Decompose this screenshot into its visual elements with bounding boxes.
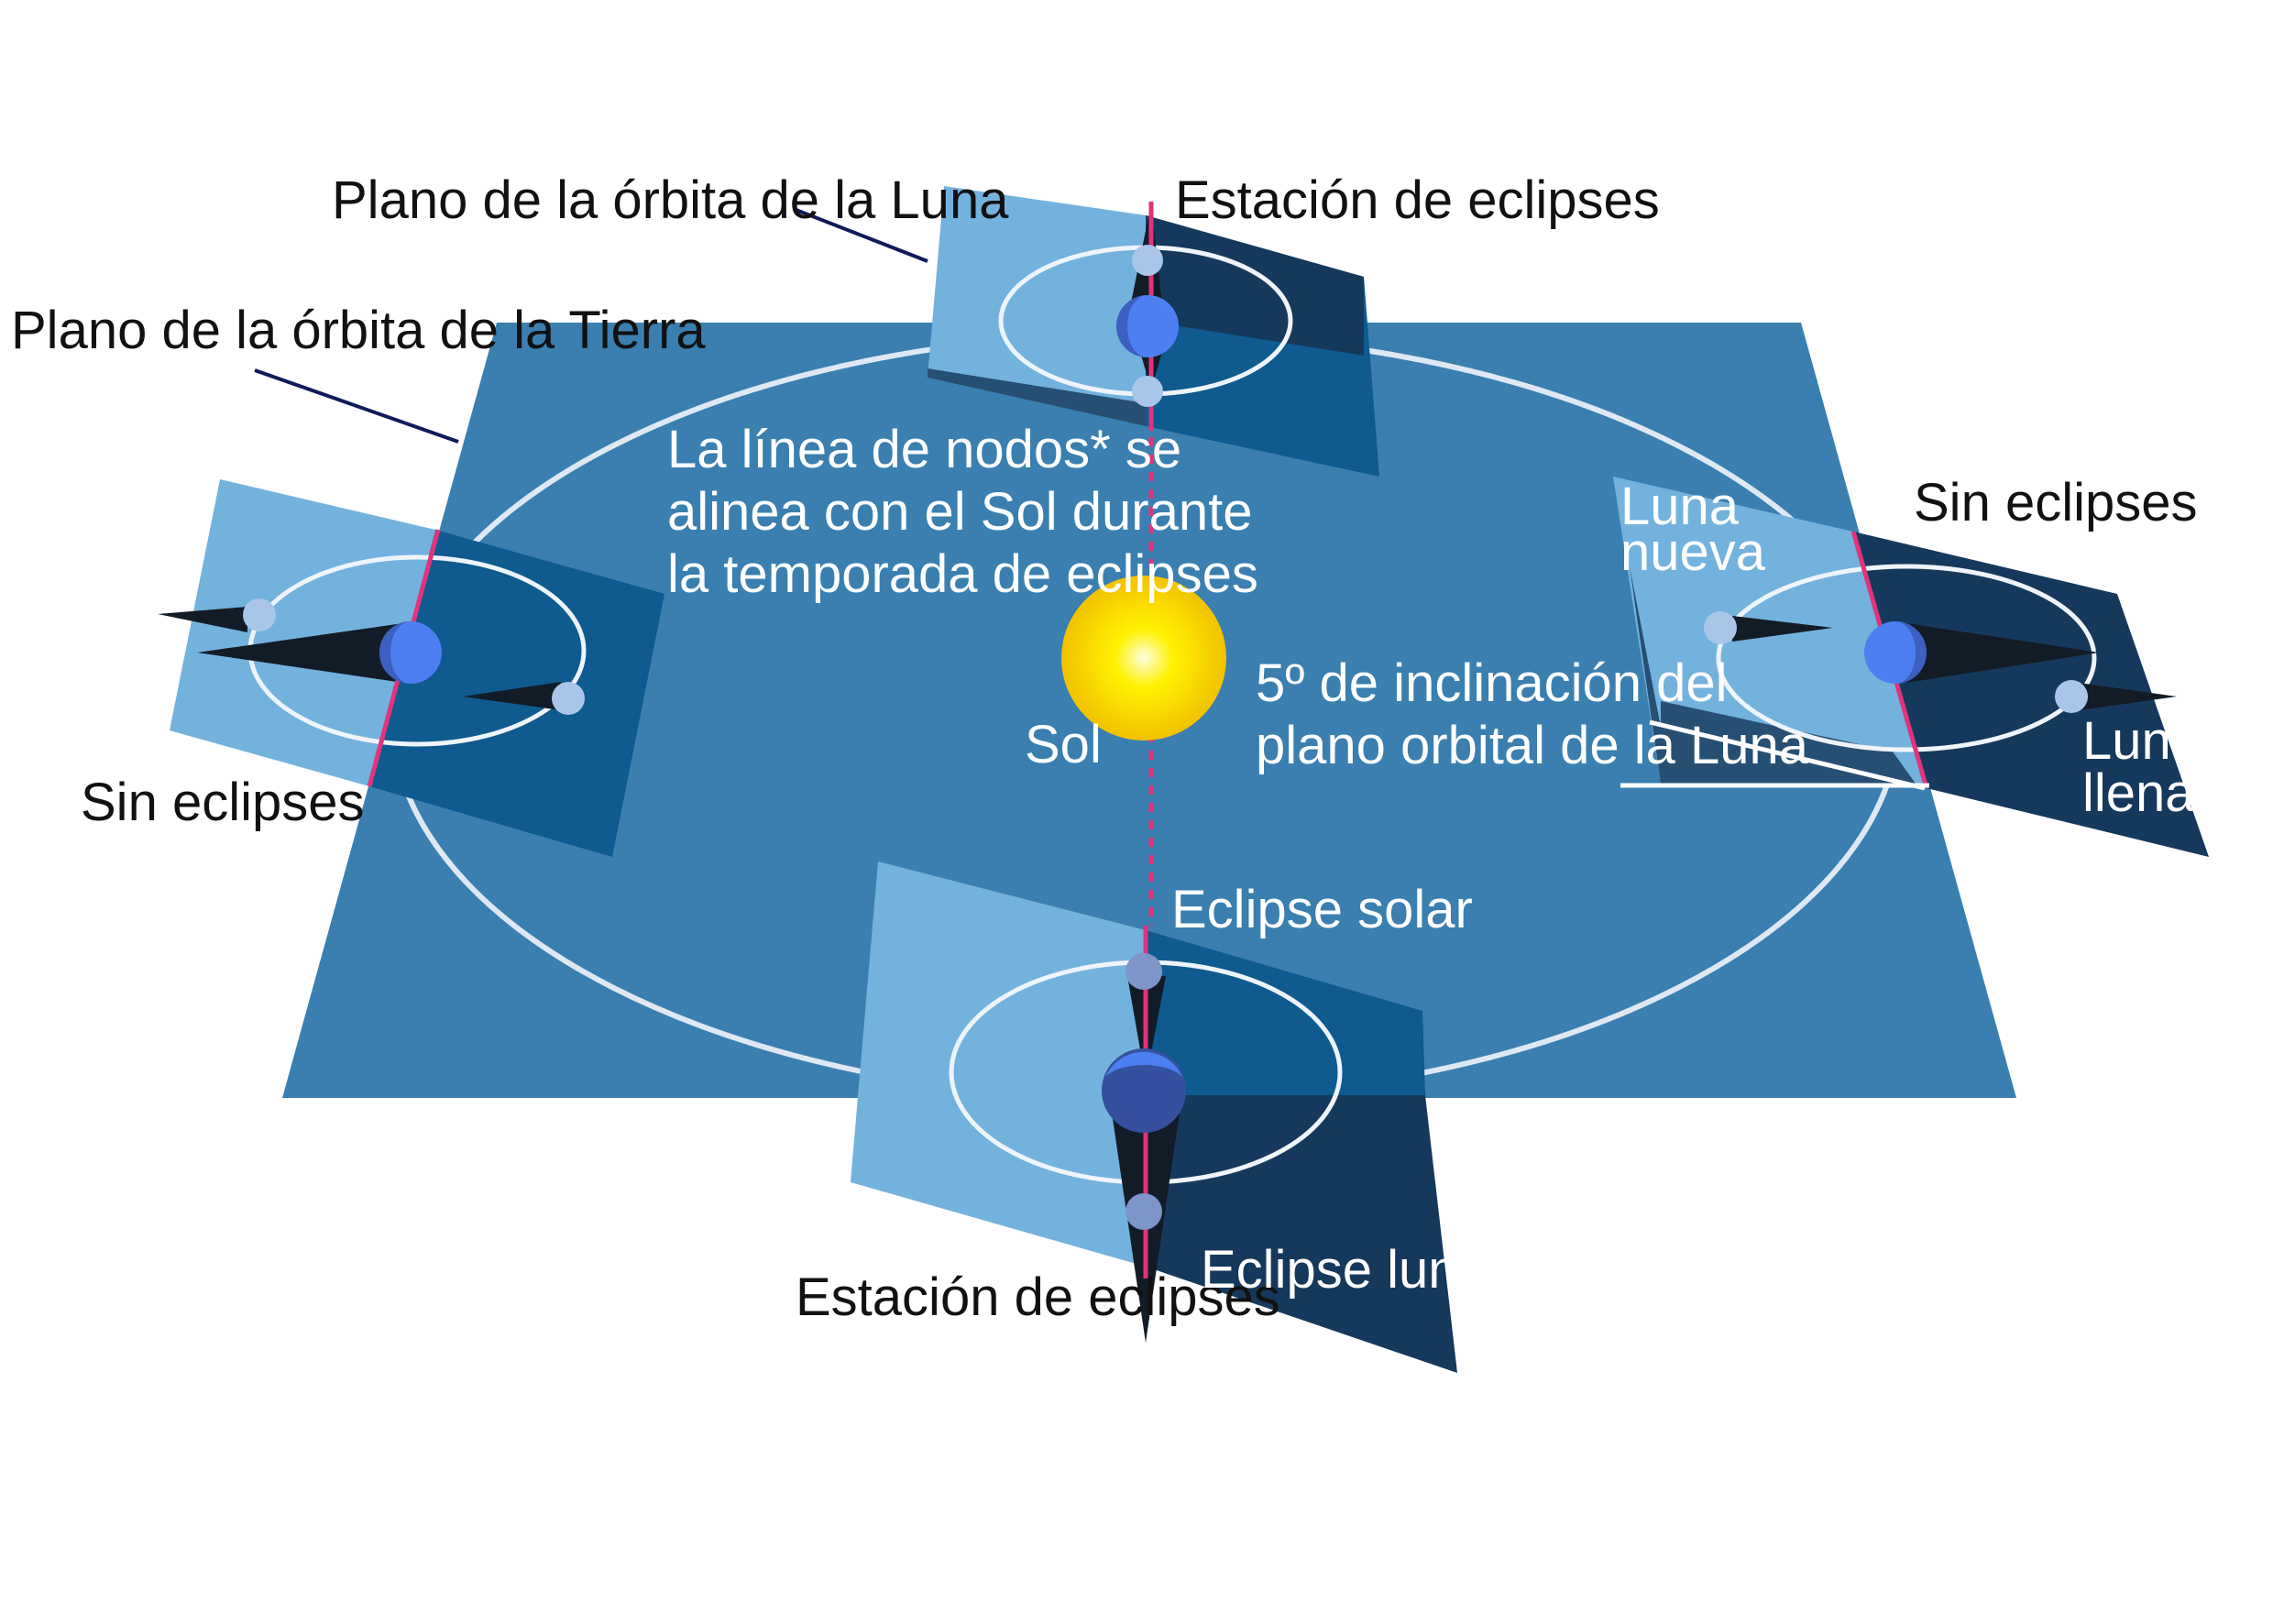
full-moon-label-2: llena — [2082, 763, 2195, 823]
earth-plane-pointer — [254, 368, 459, 444]
moon-right-full — [2055, 680, 2088, 713]
earth-orbit-plane-label: Plano de la órbita de la Tierra — [11, 301, 706, 360]
sun-label: Sol — [1025, 715, 1102, 774]
earth-left — [379, 621, 442, 684]
moon-plane-left — [158, 479, 664, 857]
moon-bottom-full — [1126, 1193, 1162, 1230]
moon-plane-top — [928, 186, 1379, 477]
shadow-cone-right-outer — [2079, 683, 2177, 710]
new-moon-label-2: nueva — [1620, 522, 1766, 582]
earth-right — [1864, 621, 1927, 684]
no-eclipses-right-label: Sin eclipses — [1914, 473, 2197, 532]
shadow-cone-right-earth — [1906, 623, 2099, 683]
sun — [1061, 576, 1226, 741]
moon-left-new — [243, 598, 276, 631]
inclination-line-tilted — [1649, 719, 1926, 791]
no-eclipses-left-label: Sin eclipses — [81, 773, 364, 832]
new-moon-label-1: Luna — [1620, 477, 1740, 536]
earth-bottom — [1102, 1048, 1186, 1133]
earth-top — [1116, 295, 1179, 357]
eclipse-season-top-label: Estación de eclipses — [1175, 170, 1660, 230]
node-line-label-1: La línea de nodos* se — [667, 420, 1181, 479]
node-line-label-3: la temporada de eclipses — [667, 544, 1258, 604]
inclination-label-2: plano orbital de la Luna — [1256, 716, 1809, 775]
eclipse-season-bottom-label: Estación de eclipses — [796, 1267, 1280, 1327]
moon-plane-pointer — [793, 207, 928, 263]
full-moon-label-1: Luna — [2082, 711, 2202, 771]
lunar-eclipse-label: Eclipse lunar — [1201, 1240, 1505, 1300]
moon-orbit-right — [1716, 564, 2097, 752]
shadow-cone-left-inner — [158, 607, 247, 632]
shadow-cone-right-inner — [1732, 616, 1833, 642]
moon-plane-right — [1613, 477, 2209, 857]
moon-orbit-plane-label: Plano de la órbita de la Luna — [332, 170, 1009, 230]
moon-left-full — [552, 682, 585, 715]
inclination-label-1: 5º de inclinación del — [1256, 653, 1728, 713]
solar-eclipse-label: Eclipse solar — [1171, 880, 1473, 939]
moon-right-new — [1704, 611, 1737, 644]
moon-top-full — [1132, 376, 1163, 407]
shadow-cone-left-outer — [463, 682, 561, 710]
moon-top-new — [1132, 245, 1163, 276]
shadow-cone-left-earth — [197, 623, 403, 683]
moon-plane-bottom — [851, 861, 1457, 1373]
node-line-label-2: alinea con el Sol durante — [667, 482, 1252, 542]
moon-bottom-new — [1126, 953, 1162, 990]
